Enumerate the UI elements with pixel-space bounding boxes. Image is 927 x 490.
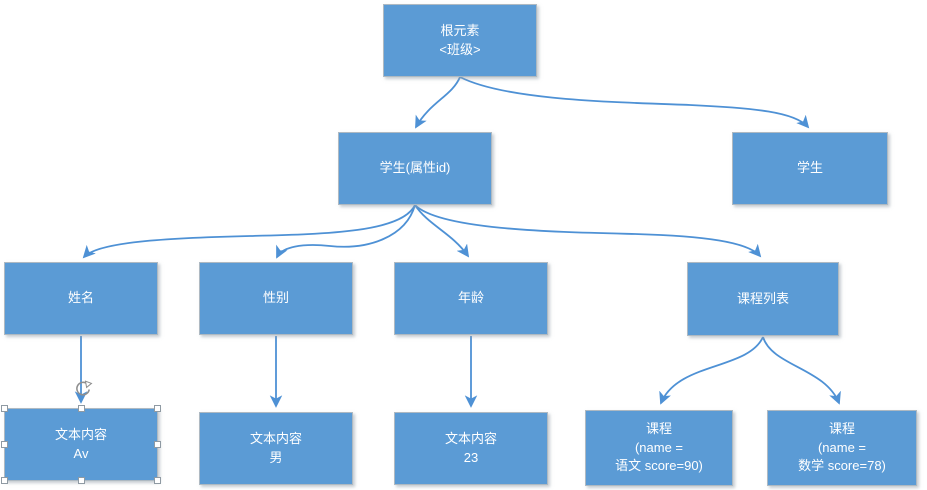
node-text-age-line2: 23: [463, 449, 479, 465]
node-age[interactable]: 年龄: [394, 262, 548, 335]
node-text-name-line2: Av: [73, 445, 89, 461]
node-student[interactable]: 学生: [732, 132, 888, 205]
node-course-chinese-line2: (name =: [634, 439, 684, 455]
node-root[interactable]: 根元素 <班级>: [383, 4, 537, 77]
node-text-name-line1: 文本内容: [54, 426, 107, 442]
node-course-chinese[interactable]: 课程 (name = 语文 score=90): [585, 410, 733, 486]
node-text-gender[interactable]: 文本内容 男: [199, 412, 353, 485]
node-text-gender-line1: 文本内容: [249, 430, 302, 446]
connector-studentid-name[interactable]: [82, 204, 416, 259]
node-gender[interactable]: 性别: [199, 262, 353, 335]
connector-studentid-age[interactable]: [414, 204, 470, 258]
node-course-list[interactable]: 课程列表: [687, 262, 839, 336]
node-root-label-line2: <班级>: [439, 41, 481, 57]
connector-studentid-courselist[interactable]: [414, 204, 762, 258]
connector-courselist-course2[interactable]: [762, 336, 841, 405]
selection-handle-mid-right[interactable]: [154, 441, 161, 448]
node-student-with-id-label: 学生(属性id): [379, 160, 451, 176]
node-text-age[interactable]: 文本内容 23: [394, 412, 548, 485]
connector-root-student-id[interactable]: [415, 76, 461, 129]
node-course-list-label: 课程列表: [736, 290, 789, 306]
node-student-label: 学生: [796, 160, 823, 176]
selection-handle-mid-left[interactable]: [1, 441, 8, 448]
node-course-math-line1: 课程: [828, 420, 855, 436]
node-course-chinese-line1: 课程: [645, 420, 672, 436]
selection-handle-top-center[interactable]: [78, 405, 85, 412]
node-course-chinese-line3: 语文 score=90): [615, 458, 703, 474]
node-root-label-line1: 根元素: [440, 22, 480, 38]
node-course-math-line2: (name =: [817, 439, 867, 455]
node-text-name[interactable]: 文本内容 Av: [4, 408, 158, 481]
node-gender-label: 性别: [262, 290, 289, 306]
node-text-age-line1: 文本内容: [444, 430, 497, 446]
node-name-label: 姓名: [67, 290, 94, 306]
rotate-handle-icon[interactable]: [72, 380, 94, 400]
selection-handle-bottom-center[interactable]: [78, 477, 85, 484]
node-student-with-id[interactable]: 学生(属性id): [338, 132, 492, 205]
selection-handle-top-left[interactable]: [1, 405, 8, 412]
node-name[interactable]: 姓名: [4, 262, 158, 335]
node-age-label: 年龄: [457, 290, 484, 306]
selection-handle-bottom-left[interactable]: [1, 477, 8, 484]
selection-handle-bottom-right[interactable]: [154, 477, 161, 484]
connector-root-student[interactable]: [459, 76, 810, 129]
node-course-math[interactable]: 课程 (name = 数学 score=78): [767, 410, 917, 486]
connector-studentid-gender[interactable]: [276, 204, 416, 259]
node-text-gender-line2: 男: [269, 449, 283, 465]
node-course-math-line3: 数学 score=78): [798, 458, 886, 474]
selection-handle-top-right[interactable]: [154, 405, 161, 412]
connector-courselist-course1[interactable]: [659, 336, 764, 405]
